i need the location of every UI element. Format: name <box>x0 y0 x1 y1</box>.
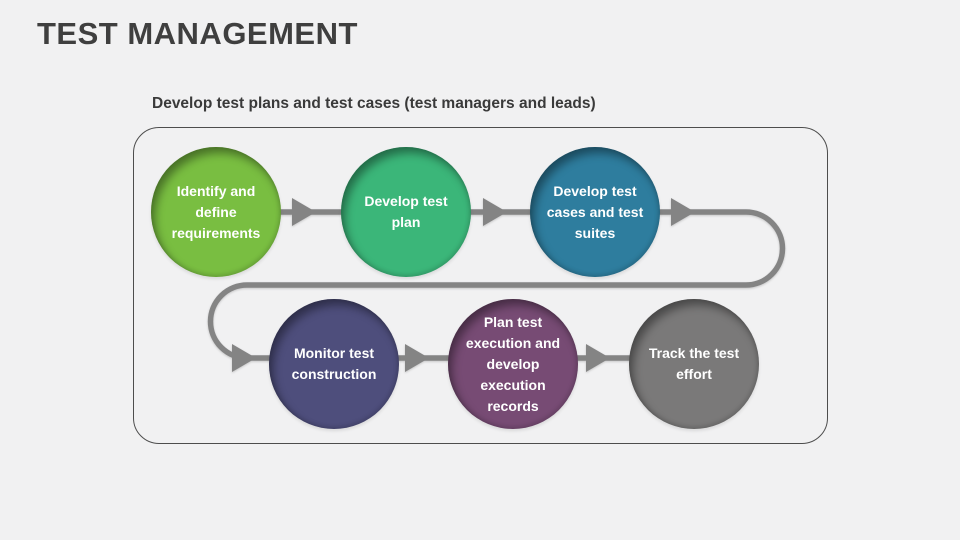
node-monitor-test-construction: Monitor test construction <box>269 299 399 429</box>
node-track-test-effort: Track the test effort <box>629 299 759 429</box>
node-label: Track the test effort <box>648 345 740 382</box>
node-identify-define-requirements: Identify and define requirements <box>151 147 281 277</box>
diagram-caption: Develop test plans and test cases (test … <box>152 95 596 112</box>
node-plan-test-execution-records: Plan test execution and develop executio… <box>448 299 578 429</box>
node-label: Develop test plan <box>364 193 448 230</box>
diagram-container <box>133 127 828 444</box>
node-develop-test-plan: Develop test plan <box>341 147 471 277</box>
node-label: Identify and define requirements <box>171 182 261 241</box>
arrow-right-icon <box>405 344 429 372</box>
page-title: TEST MANAGEMENT <box>37 16 358 51</box>
flow-path <box>207 209 786 361</box>
node-label: Monitor test construction <box>291 345 377 382</box>
arrow-right-icon <box>671 198 695 226</box>
arrow-right-icon <box>586 344 610 372</box>
node-label: Develop test cases and test suites <box>546 182 644 241</box>
arrow-right-icon <box>483 198 507 226</box>
node-develop-test-cases-suites: Develop test cases and test suites <box>530 147 660 277</box>
arrow-right-icon <box>232 344 256 372</box>
node-label: Plan test execution and develop executio… <box>465 313 561 414</box>
arrow-right-icon <box>292 198 316 226</box>
